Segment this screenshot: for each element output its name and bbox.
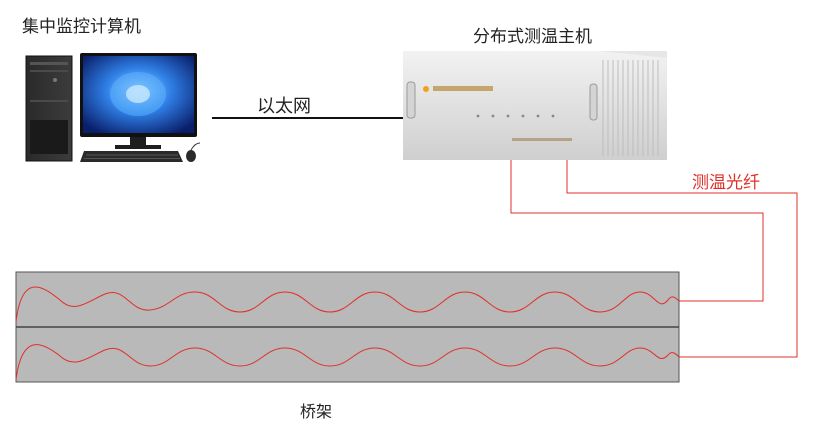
computer-tower-icon (25, 55, 73, 162)
ethernet-label: 以太网 (257, 96, 311, 117)
tray-fiber-wave-upper (15, 286, 680, 323)
cable-tray (15, 271, 680, 383)
monitor-computer-label: 集中监控计算机 (22, 17, 141, 37)
fiber-label: 测温光纤 (692, 173, 760, 193)
tray-label: 桥架 (300, 402, 333, 421)
fiber-path-lower (566, 160, 798, 358)
mouse-icon (186, 142, 201, 162)
tray-fiber-wave-lower (15, 344, 680, 381)
keyboard-icon (80, 151, 183, 162)
fiber-path-upper (510, 160, 764, 302)
monitor-icon (80, 53, 197, 149)
dts-host-icon (403, 51, 667, 160)
host-label: 分布式测温主机 (473, 27, 592, 47)
